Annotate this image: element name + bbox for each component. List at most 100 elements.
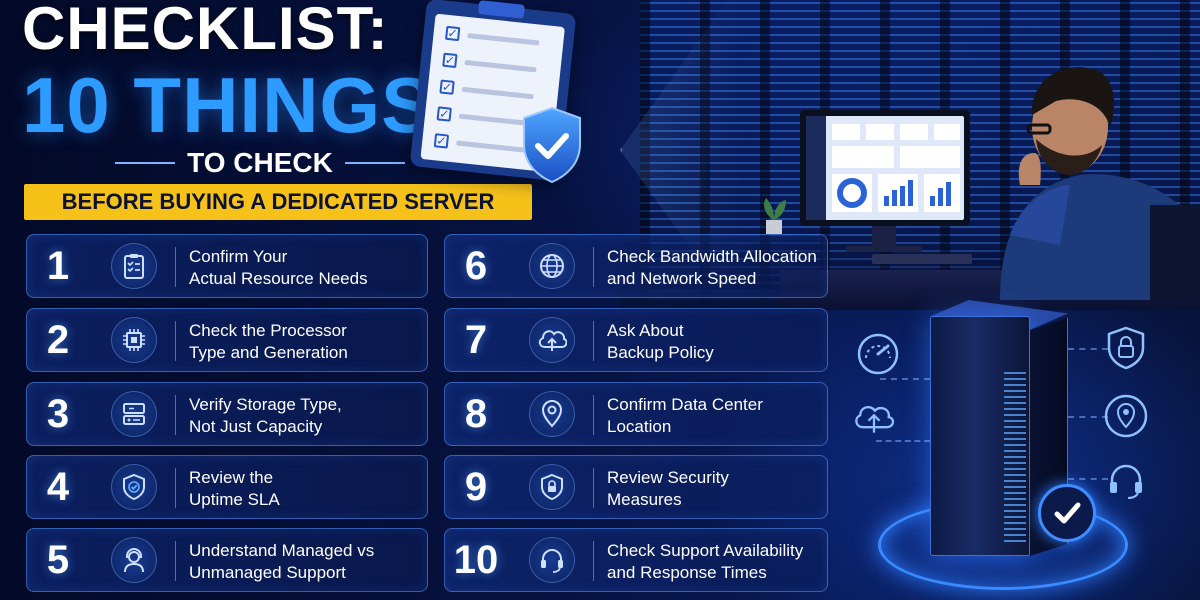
checkbox-icon: ✓ (442, 52, 458, 69)
item-number: 9 (464, 464, 488, 509)
checkbox-icon: ✓ (436, 106, 452, 122)
headset-icon (529, 537, 575, 583)
dashboard-screen (806, 116, 964, 220)
clipboard-list-icon (111, 243, 157, 289)
item-line-2: Not Just Capacity (189, 417, 323, 436)
security-lock-icon (529, 464, 575, 510)
card-separator (175, 395, 176, 435)
item-line-2: Unmanaged Support (189, 563, 346, 582)
item-line-2: Measures (607, 490, 682, 509)
dashboard-chart-icon (806, 116, 960, 220)
map-pin-icon (1104, 394, 1148, 438)
checkbox-line (461, 86, 534, 99)
shield-check-icon (111, 464, 157, 510)
item-line-2: Location (607, 417, 672, 436)
check-badge-icon (1038, 484, 1096, 542)
connector-line (1068, 416, 1108, 418)
keyboard (872, 254, 972, 264)
card-separator (593, 247, 594, 287)
checkbox-row: ✓ (433, 132, 529, 158)
item-line-1: Ask About (607, 321, 684, 340)
card-separator (593, 468, 594, 508)
checkbox-row: ✓ (436, 105, 532, 131)
monitor (800, 110, 970, 226)
item-number: 4 (46, 464, 70, 509)
item-line-2: and Network Speed (607, 269, 757, 288)
plant-icon (764, 198, 786, 234)
speedometer-icon (856, 332, 900, 376)
card-separator (593, 321, 594, 361)
card-separator (175, 321, 176, 361)
item-line-1: Check Support Availability (607, 541, 804, 560)
item-line-1: Check the Processor (189, 321, 347, 340)
cloud-backup-icon (529, 317, 575, 363)
subtitle-to-check: TO CHECK (187, 147, 333, 178)
item-line-1: Review the (189, 468, 274, 487)
item-line-2: Type and Generation (189, 343, 348, 362)
item-line-2: and Response Times (607, 563, 767, 582)
item-number: 3 (46, 391, 70, 436)
globe-network-icon (529, 243, 575, 289)
checkbox-line (456, 139, 529, 153)
item-text: Understand Managed vs Unmanaged Support (189, 540, 374, 584)
cloud-upload-icon (852, 396, 896, 440)
item-line-2: Uptime SLA (189, 490, 280, 509)
item-line-2: Backup Policy (607, 343, 714, 362)
checkbox-icon: ✓ (439, 79, 455, 95)
checkbox-row: ✓ (442, 52, 537, 78)
shield-check-icon (523, 106, 581, 184)
banner-before-buying: BEFORE BUYING A DEDICATED SERVER (24, 184, 532, 220)
connector-line (1068, 348, 1108, 350)
card-separator (175, 247, 176, 287)
item-line-1: Confirm Data Center (607, 395, 763, 414)
cpu-chip-icon (111, 317, 157, 363)
card-separator (593, 541, 594, 581)
card-separator (175, 468, 176, 508)
checkbox-row: ✓ (444, 25, 540, 51)
item-number: 8 (464, 391, 488, 436)
list-item: 3 Verify Storage Type, Not Just Capacity (26, 382, 428, 446)
connector-line (1068, 478, 1108, 480)
item-number: 2 (46, 317, 70, 362)
person-illustration (1000, 67, 1200, 300)
checkbox-line (464, 59, 537, 72)
connector-line (876, 440, 930, 442)
connector-line (880, 378, 930, 380)
checkbox-row: ✓ (439, 78, 534, 104)
checkbox-icon: ✓ (433, 133, 450, 149)
storage-drive-icon (111, 391, 157, 437)
checkbox-line (467, 32, 540, 46)
lock-shield-icon (1104, 326, 1148, 370)
item-line-1: Understand Managed vs (189, 541, 375, 560)
item-number: 7 (464, 317, 488, 362)
card-separator (593, 395, 594, 435)
item-line-2: Actual Resource Needs (189, 269, 368, 288)
checkbox-icon: ✓ (444, 25, 461, 42)
item-line-1: Review Security (607, 468, 729, 487)
monitor-base (846, 246, 922, 252)
subtitle-row: TO CHECK (70, 146, 450, 180)
item-line-1: Verify Storage Type, (189, 395, 342, 414)
tower-vent (1004, 372, 1026, 542)
card-separator (175, 541, 176, 581)
item-number: 6 (464, 243, 488, 288)
item-number: 1 (46, 243, 70, 288)
item-text: Verify Storage Type, Not Just Capacity (189, 394, 342, 438)
title-ten-things: 10 THINGS (22, 61, 435, 149)
title-checklist: CHECKLIST: (22, 0, 389, 62)
